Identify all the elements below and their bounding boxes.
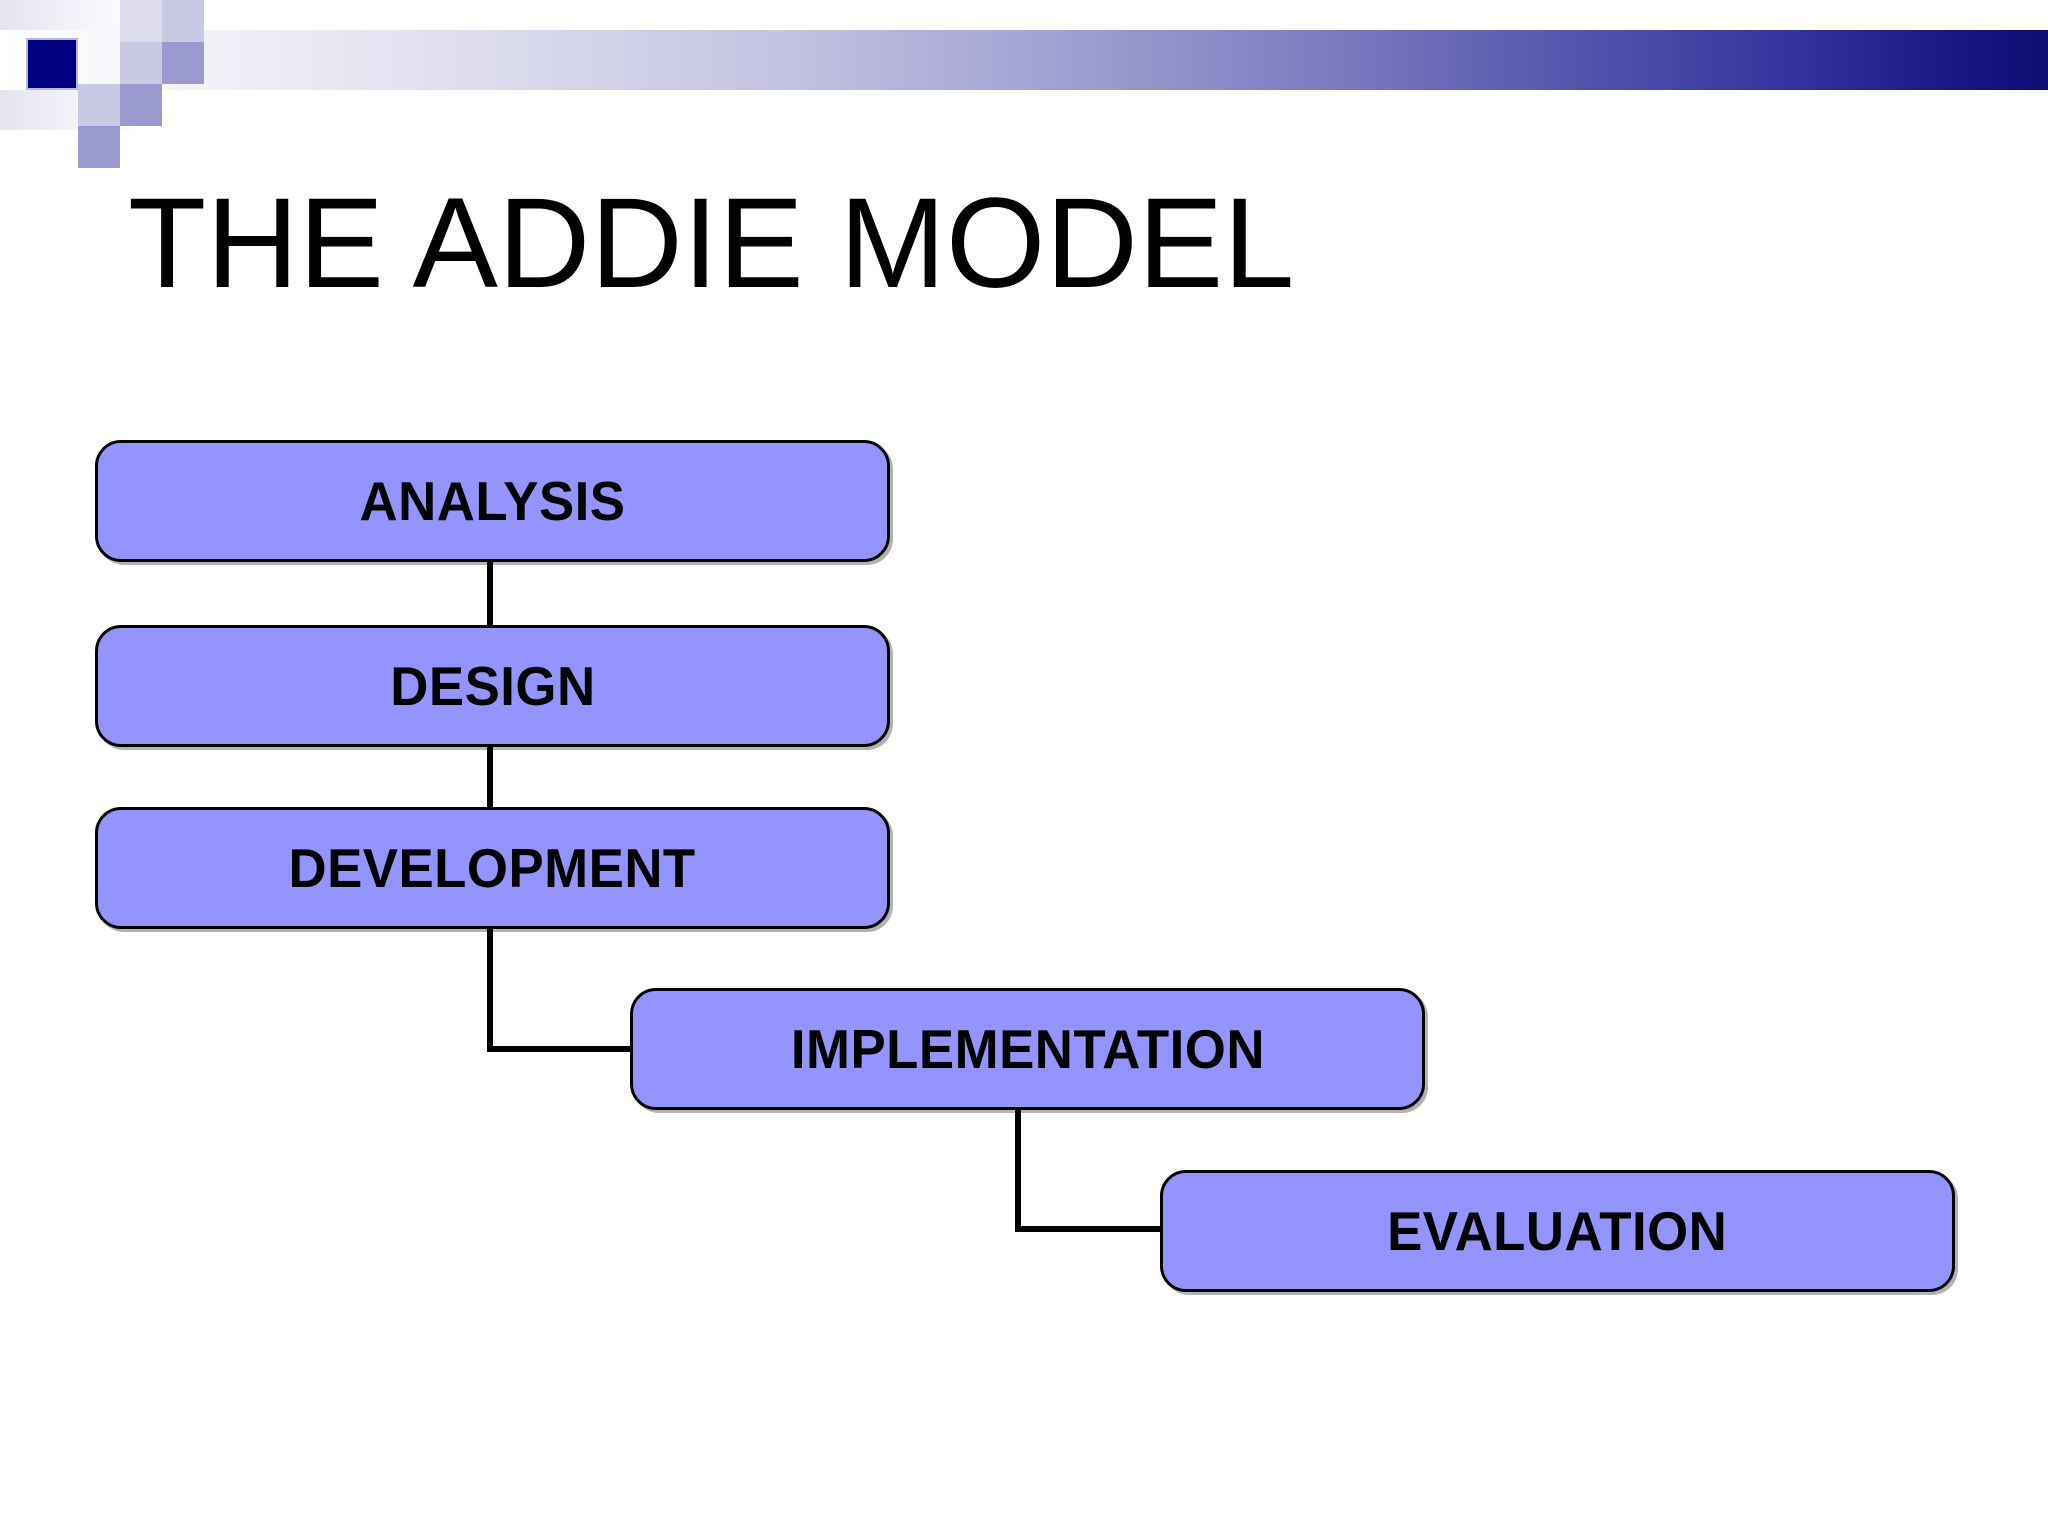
flow-box-evaluation[interactable]: EVALUATION (1160, 1170, 1955, 1292)
connector-analysis-to-design (487, 560, 493, 628)
flow-box-label-development: DEVELOPMENT (288, 836, 697, 899)
decor-square-mid-3 (78, 126, 120, 168)
connector-development-to-implementation-horizontal (487, 1046, 637, 1052)
connector-implementation-to-evaluation-vertical (1015, 1106, 1021, 1232)
connector-design-to-development (487, 745, 493, 807)
decor-square-light-2 (120, 42, 162, 84)
header-gradient-band (0, 30, 2048, 90)
decor-square-navy (26, 38, 78, 90)
connector-development-to-implementation-vertical (487, 926, 493, 1052)
decor-square-light-1 (162, 0, 204, 42)
flow-box-label-implementation: IMPLEMENTATION (790, 1017, 1265, 1080)
flow-box-label-design: DESIGN (389, 654, 596, 717)
decor-square-mid-2 (120, 84, 162, 126)
decor-square-light-3 (78, 84, 120, 126)
flow-box-implementation[interactable]: IMPLEMENTATION (630, 988, 1425, 1110)
flow-box-analysis[interactable]: ANALYSIS (95, 440, 890, 562)
connector-implementation-to-evaluation-horizontal (1015, 1226, 1165, 1232)
page-title: THE ADDIE MODEL (128, 172, 1295, 315)
flow-box-label-analysis: ANALYSIS (359, 469, 626, 532)
flow-box-design[interactable]: DESIGN (95, 625, 890, 747)
decor-square-pale-1 (120, 0, 162, 42)
decor-square-mid-1 (162, 42, 204, 84)
flow-box-label-evaluation: EVALUATION (1387, 1199, 1728, 1262)
flow-box-development[interactable]: DEVELOPMENT (95, 807, 890, 929)
